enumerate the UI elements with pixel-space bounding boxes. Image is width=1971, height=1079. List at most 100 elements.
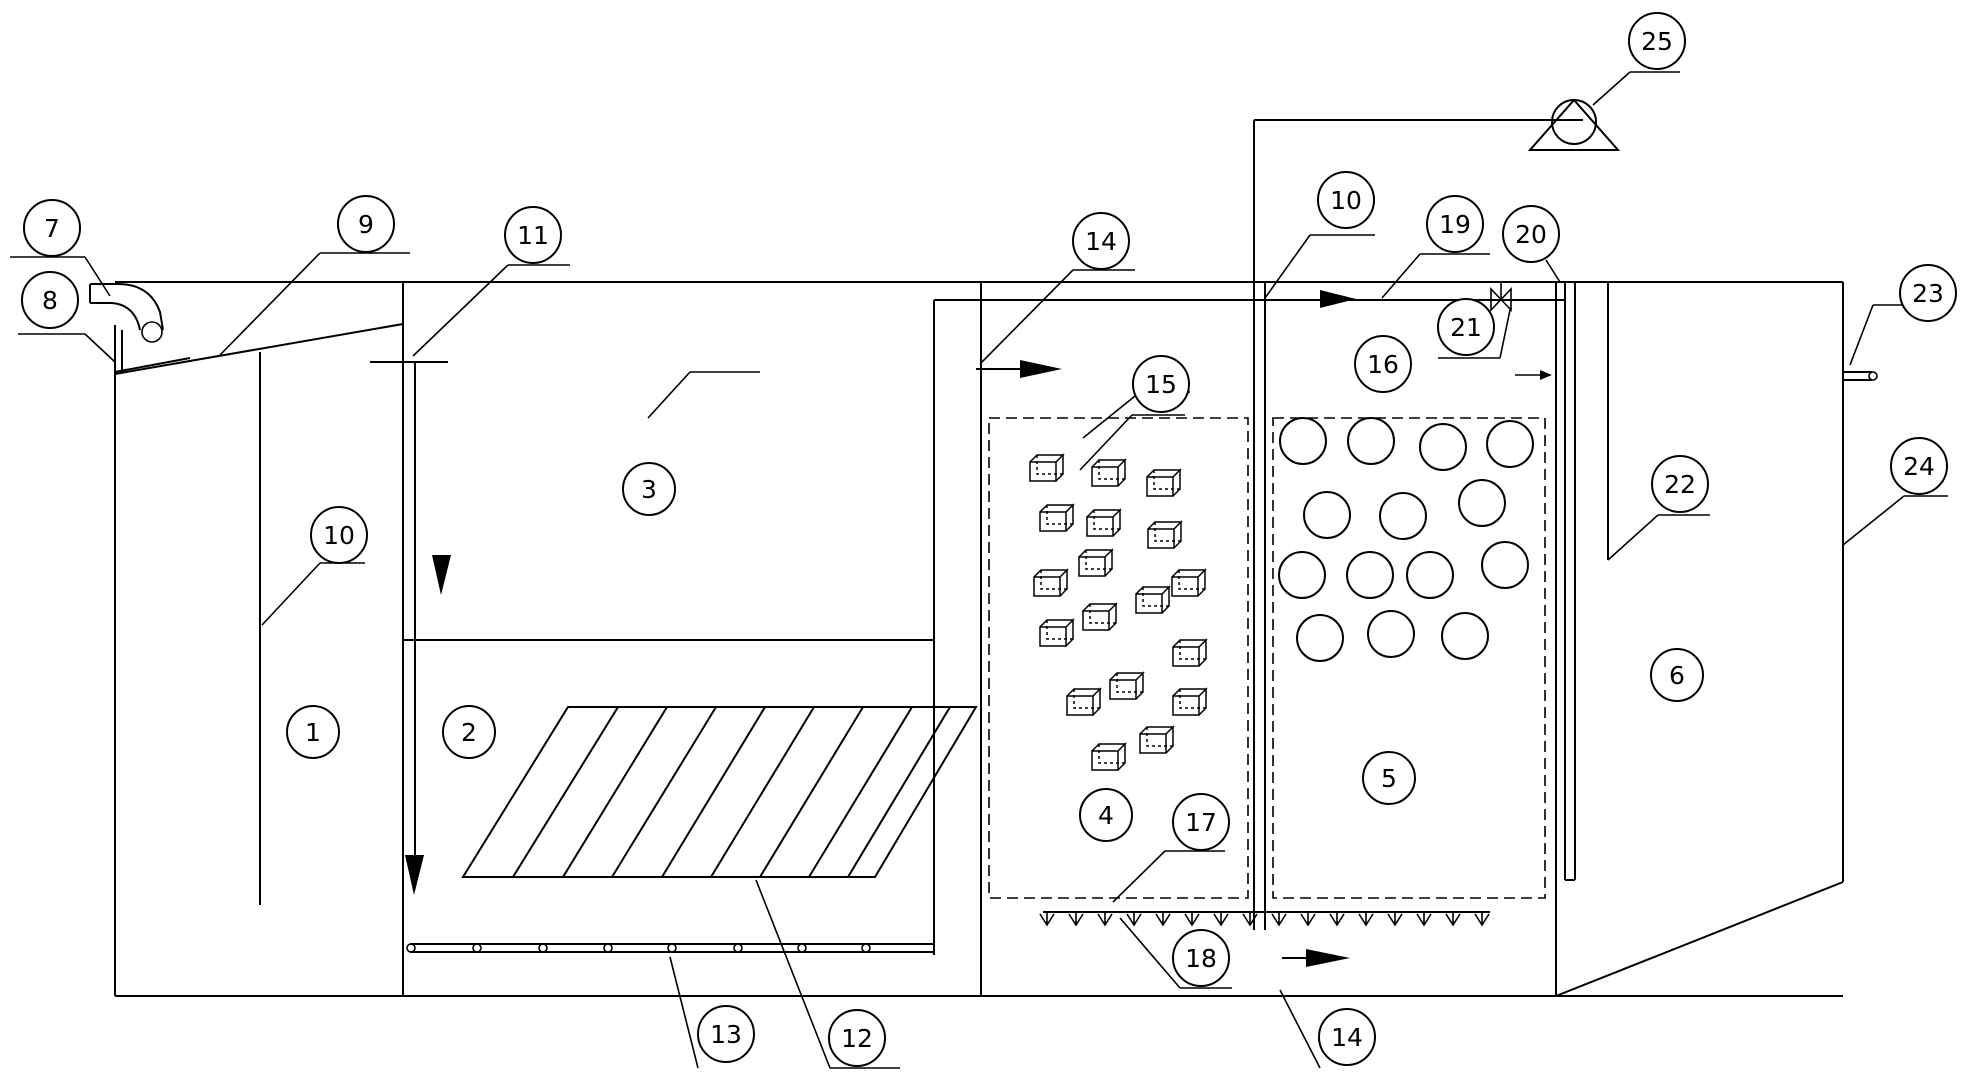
media-zone-5 <box>1272 417 1546 899</box>
label-23: 23 <box>1912 279 1944 308</box>
diffuser-nozzle <box>1300 912 1316 927</box>
label-19: 19 <box>1439 210 1471 239</box>
label-1: 1 <box>305 718 321 747</box>
leader-lines <box>10 71 1948 1069</box>
media-ball <box>1379 492 1427 540</box>
label-bubble-16: 16 <box>1354 335 1412 393</box>
inclined-plate-settler <box>461 706 978 878</box>
label-bubble-23: 23 <box>1899 264 1957 322</box>
media-cube <box>1172 687 1208 716</box>
label-25: 25 <box>1641 27 1673 56</box>
label-bubble-12: 12 <box>828 1009 886 1067</box>
tank-outline <box>114 119 1878 997</box>
label-bubble-9: 9 <box>337 195 395 253</box>
label-bubble-22: 22 <box>1651 455 1709 513</box>
label-11: 11 <box>517 221 549 250</box>
label-bubble-21: 21 <box>1437 298 1495 356</box>
media-ball <box>1347 417 1395 465</box>
label-7: 7 <box>44 214 60 243</box>
diffuser-nozzle <box>1097 912 1113 927</box>
perforated-pipe <box>406 943 934 953</box>
label-21: 21 <box>1450 313 1482 342</box>
media-cube <box>1033 568 1069 597</box>
label-6: 6 <box>1669 661 1685 690</box>
media-cube <box>1082 602 1118 631</box>
diffuser-nozzle <box>1039 912 1055 927</box>
label-bubble-4: 4 <box>1079 788 1133 842</box>
label-14b: 14 <box>1331 1023 1363 1052</box>
label-bubble-14a: 14 <box>1072 212 1130 270</box>
media-cube <box>1039 503 1075 532</box>
media-ball <box>1296 614 1344 662</box>
label-bubble-10b: 10 <box>1317 171 1375 229</box>
diffuser-nozzle <box>1155 912 1171 927</box>
valve-symbol <box>1490 282 1512 312</box>
label-bubble-19: 19 <box>1426 195 1484 253</box>
media-ball <box>1481 541 1529 589</box>
label-bubble-17: 17 <box>1172 793 1230 851</box>
label-bubble-20: 20 <box>1502 205 1560 263</box>
label-bubble-18: 18 <box>1172 929 1230 987</box>
media-ball <box>1303 491 1351 539</box>
media-cube <box>1135 585 1171 614</box>
media-cube <box>1172 638 1208 667</box>
media-ball <box>1367 610 1415 658</box>
media-cube <box>1066 687 1102 716</box>
label-8: 8 <box>42 286 58 315</box>
label-bubble-10a: 10 <box>310 506 368 564</box>
label-5: 5 <box>1381 764 1397 793</box>
suspended-media-balls <box>1278 417 1534 662</box>
media-cube <box>1147 520 1183 549</box>
label-10b: 10 <box>1330 186 1362 215</box>
inlet-elbow-pipe <box>89 283 164 343</box>
aeration-diffusers <box>1039 911 1490 927</box>
diffuser-nozzle <box>1271 912 1287 927</box>
media-cube <box>1086 508 1122 537</box>
label-22: 22 <box>1664 470 1696 499</box>
label-4: 4 <box>1098 801 1114 830</box>
diffuser-nozzle <box>1126 912 1142 927</box>
diffuser-nozzle <box>1474 912 1490 927</box>
diffuser-nozzle <box>1213 912 1229 927</box>
label-16: 16 <box>1367 350 1399 379</box>
label-bubble-15: 15 <box>1132 355 1190 413</box>
media-cube <box>1078 548 1114 577</box>
label-18: 18 <box>1185 944 1217 973</box>
pump-symbol <box>1527 98 1621 151</box>
diffuser-nozzle <box>1068 912 1084 927</box>
label-3: 3 <box>641 475 657 504</box>
label-9: 9 <box>358 210 374 239</box>
media-cube <box>1139 725 1175 754</box>
media-ball <box>1419 423 1467 471</box>
label-bubble-7: 7 <box>23 199 81 257</box>
label-bubble-3: 3 <box>622 462 676 516</box>
label-20: 20 <box>1515 220 1547 249</box>
diffuser-nozzle <box>1445 912 1461 927</box>
media-cube <box>1171 568 1207 597</box>
label-2: 2 <box>461 718 477 747</box>
label-24: 24 <box>1903 452 1935 481</box>
media-cube <box>1091 458 1127 487</box>
media-ball <box>1441 612 1489 660</box>
media-ball <box>1346 551 1394 599</box>
media-ball <box>1458 479 1506 527</box>
label-15: 15 <box>1145 370 1177 399</box>
label-bubble-2: 2 <box>442 705 496 759</box>
media-cube <box>1039 618 1075 647</box>
label-bubble-14b: 14 <box>1318 1008 1376 1066</box>
media-cube <box>1029 453 1065 482</box>
diffuser-nozzle <box>1358 912 1374 927</box>
media-zone-4 <box>988 417 1249 899</box>
label-bubble-8: 8 <box>21 271 79 329</box>
label-bubble-1: 1 <box>286 705 340 759</box>
media-cube <box>1091 742 1127 771</box>
diffuser-nozzle <box>1184 912 1200 927</box>
suspended-media-cubes <box>1029 453 1208 771</box>
label-bubble-5: 5 <box>1362 751 1416 805</box>
media-cube <box>1109 671 1145 700</box>
label-bubble-24: 24 <box>1890 437 1948 495</box>
label-bubble-6: 6 <box>1650 648 1704 702</box>
label-bubble-13: 13 <box>697 1005 755 1063</box>
diffuser-nozzle <box>1416 912 1432 927</box>
